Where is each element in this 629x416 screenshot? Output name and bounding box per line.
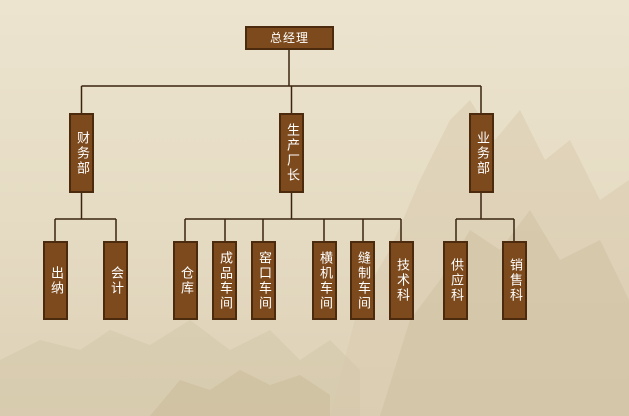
- node-finished-goods-workshop: 成品车间: [212, 241, 237, 320]
- node-business-dept: 业务部: [469, 113, 494, 193]
- node-kiln-workshop: 窑口车间: [251, 241, 276, 320]
- node-sewing-workshop: 缝制车间: [350, 241, 375, 320]
- node-production-director: 生产厂长: [279, 113, 304, 193]
- node-sales-section: 销售科: [502, 241, 527, 320]
- node-general-manager: 总经理: [245, 26, 334, 50]
- node-technical-section: 技术科: [389, 241, 414, 320]
- node-warehouse: 仓库: [173, 241, 198, 320]
- node-flat-knitting-workshop: 横机车间: [312, 241, 337, 320]
- node-finance-dept: 财务部: [69, 113, 94, 193]
- node-cashier: 出纳: [43, 241, 68, 320]
- node-accountant: 会计: [103, 241, 128, 320]
- node-supply-section: 供应科: [443, 241, 468, 320]
